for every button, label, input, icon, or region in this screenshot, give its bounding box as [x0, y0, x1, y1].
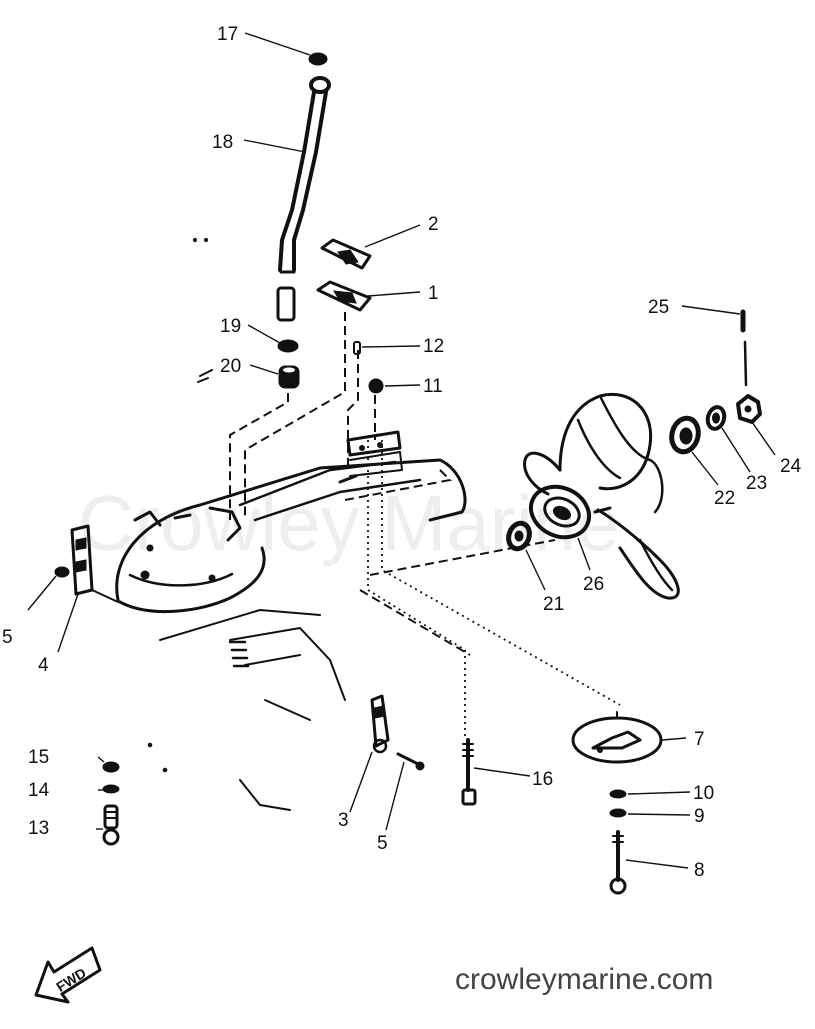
- part-9-washer: [609, 808, 627, 818]
- part-13-drain-screw: [102, 804, 120, 846]
- part-17-cap: [308, 52, 328, 66]
- label-4: 4: [38, 655, 49, 676]
- label-23: 23: [746, 473, 767, 494]
- part-14-washer: [102, 784, 120, 794]
- label-10: 10: [693, 783, 714, 804]
- label-21: 21: [543, 594, 564, 615]
- part-23-washer: [705, 405, 727, 431]
- part-21-thrust-washer: [506, 520, 532, 552]
- lower-unit-housing: [115, 237, 467, 811]
- part-number-labels: 17 18 2 1 12 11 19 20 25 24 23 22 26 21 …: [2, 24, 802, 881]
- part-3-anode: [370, 694, 390, 754]
- mounting-block: [338, 430, 403, 484]
- part-6-screw: [54, 566, 70, 578]
- label-11: 11: [423, 376, 443, 397]
- label-13: 13: [28, 818, 49, 839]
- label-2: 2: [428, 214, 439, 235]
- part-26-propeller: [523, 392, 680, 600]
- label-5-left: 5: [2, 627, 13, 648]
- hidden-assembly-lines: [229, 312, 621, 740]
- rod-coupler: [276, 286, 296, 322]
- part-19-grommet: [277, 339, 299, 353]
- label-1: 1: [428, 283, 439, 304]
- part-16-long-bolt: [461, 738, 477, 806]
- site-url: crowleymarine.com: [455, 963, 713, 996]
- part-22-spacer: [669, 415, 701, 455]
- label-17: 17: [217, 24, 238, 45]
- label-12: 12: [423, 336, 444, 357]
- part-7-trim-tab: [571, 711, 663, 764]
- part-20-seal: [278, 365, 300, 389]
- watermark-text: Crowley Marine: [78, 479, 620, 567]
- part-2-plate: [320, 238, 372, 270]
- part-8-bolt: [609, 830, 627, 895]
- part-5-screw: [396, 752, 425, 771]
- label-15: 15: [28, 747, 49, 768]
- label-24: 24: [780, 456, 802, 477]
- part-4-bracket: [70, 524, 119, 603]
- fwd-arrow-icon: FWD: [34, 946, 102, 1004]
- label-8: 8: [694, 860, 705, 881]
- label-5: 5: [377, 833, 388, 854]
- label-14: 14: [28, 780, 50, 801]
- part-18-shift-rod: [278, 76, 331, 274]
- part-11-nut: [368, 378, 384, 394]
- part-24-prop-nut: [736, 394, 762, 424]
- leader-lines: [27, 32, 776, 869]
- part-12-clip: [353, 341, 361, 355]
- label-16: 16: [532, 769, 553, 790]
- label-9: 9: [694, 806, 705, 827]
- label-18: 18: [212, 132, 233, 153]
- label-22: 22: [714, 488, 735, 509]
- label-7: 7: [694, 729, 705, 750]
- label-26: 26: [583, 574, 604, 595]
- part-10-washer: [609, 789, 627, 799]
- part-1-gasket: [316, 280, 372, 312]
- label-19: 19: [220, 316, 241, 337]
- label-25: 25: [648, 297, 669, 318]
- part-25-cotter-pin: [740, 309, 748, 387]
- label-3: 3: [338, 810, 349, 831]
- label-20: 20: [220, 356, 241, 377]
- part-15-plug: [102, 761, 120, 773]
